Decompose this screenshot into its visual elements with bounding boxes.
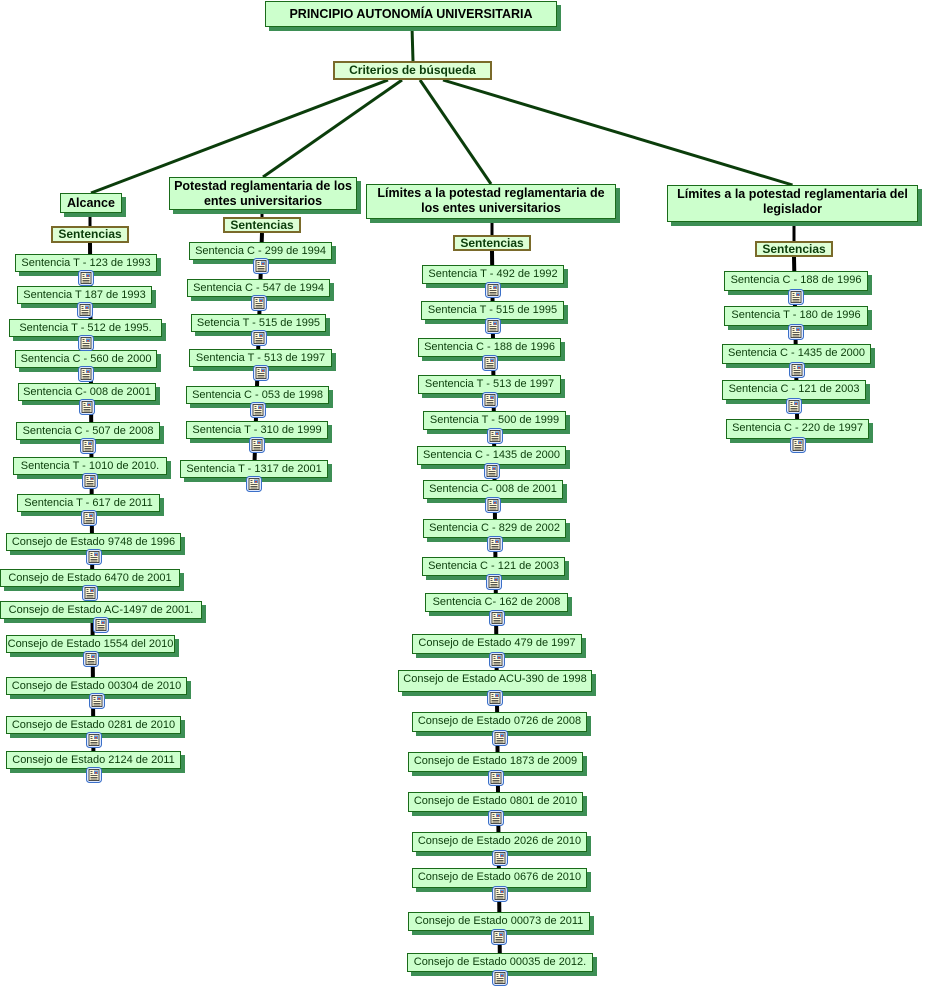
document-resource-icon[interactable] [485,574,502,590]
document-resource-icon[interactable] [491,929,507,945]
document-resource-icon[interactable] [246,476,262,492]
document-resource-icon[interactable] [88,693,105,709]
document-resource-icon[interactable] [486,428,503,444]
document-node[interactable]: Sentencia C - 299 de 1994 [189,242,332,260]
document-node[interactable]: Consejo de Estado 2026 de 2010 [412,832,587,852]
document-node[interactable]: Consejo de Estado 0801 de 2010 [408,792,583,812]
document-resource-icon[interactable] [85,549,102,565]
document-resource-icon[interactable] [80,438,96,454]
document-resource-icon[interactable] [78,366,94,382]
linking-phrase-sentencias[interactable]: Sentencias [453,235,531,251]
document-resource-icon[interactable] [483,463,500,479]
document-node[interactable]: Consejo de Estado 1873 de 2009 [408,752,583,772]
document-node[interactable]: Sentencia T - 1317 de 2001 [180,460,328,478]
document-node[interactable]: Sentencia T - 513 de 1997 [189,349,332,367]
document-resource-icon[interactable] [487,770,504,786]
document-node[interactable]: Sentencia T - 310 de 1999 [186,421,328,439]
document-resource-icon[interactable] [481,392,498,408]
document-resource-icon[interactable] [249,402,266,418]
linking-phrase-criterios[interactable]: Criterios de búsqueda [333,61,492,80]
document-node[interactable]: Consejo de Estado 9748 de 1996 [6,533,181,551]
document-node[interactable]: Sentencia C - 829 de 2002 [423,519,566,538]
document-resource-icon[interactable] [249,437,265,453]
document-node[interactable]: Consejo de Estado 6470 de 2001 [0,569,180,587]
concept-potestad-reglamentaria-de-los-entes-universitarios[interactable]: Potestad reglamentaria de los entes univ… [169,177,357,210]
document-resource-icon[interactable] [77,335,94,351]
document-resource-icon[interactable] [78,270,94,286]
document-node[interactable]: Sentencia C- 008 de 2001 [18,383,156,401]
document-node[interactable]: Consejo de Estado 1554 del 2010 [6,635,175,653]
document-node[interactable]: Sentencia C- 008 de 2001 [423,480,563,499]
document-resource-icon[interactable] [82,585,98,601]
connector-branch [418,79,493,185]
document-resource-icon[interactable] [252,365,269,381]
document-resource-icon[interactable] [252,258,269,274]
document-node[interactable]: Consejo de Estado 00073 de 2011 [408,912,590,931]
document-resource-icon[interactable] [93,617,109,633]
connector-branch [442,78,793,187]
document-node[interactable]: Sentencia C - 188 de 1996 [418,338,561,357]
document-node[interactable]: Sentencia C - 560 de 2000 [15,350,157,368]
document-node[interactable]: Sentencia C - 188 de 1996 [724,271,868,291]
document-resource-icon[interactable] [85,732,102,748]
document-node[interactable]: Sentencia T - 1010 de 2010. [13,457,167,475]
linking-phrase-sentencias[interactable]: Sentencias [51,226,129,243]
document-resource-icon[interactable] [788,324,804,340]
document-resource-icon[interactable] [491,850,508,866]
root-concept[interactable]: PRINCIPIO AUTONOMÍA UNIVERSITARIA [265,1,557,27]
document-node[interactable]: Sentencia T - 500 de 1999 [423,411,566,430]
concept-alcance[interactable]: Alcance [60,193,122,213]
document-resource-icon[interactable] [488,610,505,626]
document-resource-icon[interactable] [788,362,805,378]
document-resource-icon[interactable] [786,398,802,414]
concept-limites-a-la-potestad-reglamentaria-del-legislador[interactable]: Límites a la potestad reglamentaria del … [667,185,918,222]
connector-root [410,26,415,62]
connector-branch [262,78,403,179]
document-resource-icon[interactable] [486,536,503,552]
document-resource-icon[interactable] [76,302,93,318]
linking-phrase-sentencias[interactable]: Sentencias [223,217,301,233]
document-resource-icon[interactable] [485,497,501,513]
document-resource-icon[interactable] [489,652,505,668]
document-resource-icon[interactable] [484,318,501,334]
document-resource-icon[interactable] [85,767,102,783]
document-resource-icon[interactable] [481,355,498,371]
document-resource-icon[interactable] [485,282,501,298]
document-node[interactable]: Consejo de Estado 0726 de 2008 [412,712,587,732]
document-resource-icon[interactable] [82,651,99,667]
document-node[interactable]: Sentencia T - 180 de 1996 [724,306,868,326]
document-resource-icon[interactable] [80,510,97,526]
document-node[interactable]: Sentencia C - 1435 de 2000 [722,344,871,364]
document-resource-icon[interactable] [487,690,503,706]
document-node[interactable]: Sentencia C - 220 de 1997 [726,419,869,439]
document-resource-icon[interactable] [250,330,267,346]
document-node[interactable]: Sentencia T - 123 de 1993 [15,254,157,272]
concept-limites-a-la-potestad-reglamentaria-de-los-entes-universitarios[interactable]: Límites a la potestad reglamentaria de l… [366,184,616,219]
document-resource-icon[interactable] [491,730,508,746]
document-resource-icon[interactable] [789,437,806,453]
document-resource-icon[interactable] [250,295,267,311]
document-node[interactable]: Consejo de Estado ACU-390 de 1998 [398,670,592,692]
document-resource-icon[interactable] [491,886,508,902]
document-node[interactable]: Sentencia C - 1435 de 2000 [417,446,566,465]
document-node[interactable]: Sentencia C - 121 de 2003 [722,380,866,400]
connector-branch [90,78,389,195]
document-node[interactable]: Consejo de Estado 479 de 1997 [412,634,582,654]
document-resource-icon[interactable] [492,970,508,986]
document-resource-icon[interactable] [79,399,95,415]
document-node[interactable]: Sentencia T 187 de 1993 [17,286,152,304]
document-node[interactable]: Consejo de Estado 2124 de 2011 [6,751,181,769]
document-resource-icon[interactable] [487,810,504,826]
document-resource-icon[interactable] [82,473,98,489]
document-node[interactable]: Consejo de Estado 0676 de 2010 [412,868,587,888]
document-node[interactable]: Sentencia C- 162 de 2008 [425,593,568,612]
document-resource-icon[interactable] [788,289,804,305]
linking-phrase-sentencias[interactable]: Sentencias [755,241,833,257]
